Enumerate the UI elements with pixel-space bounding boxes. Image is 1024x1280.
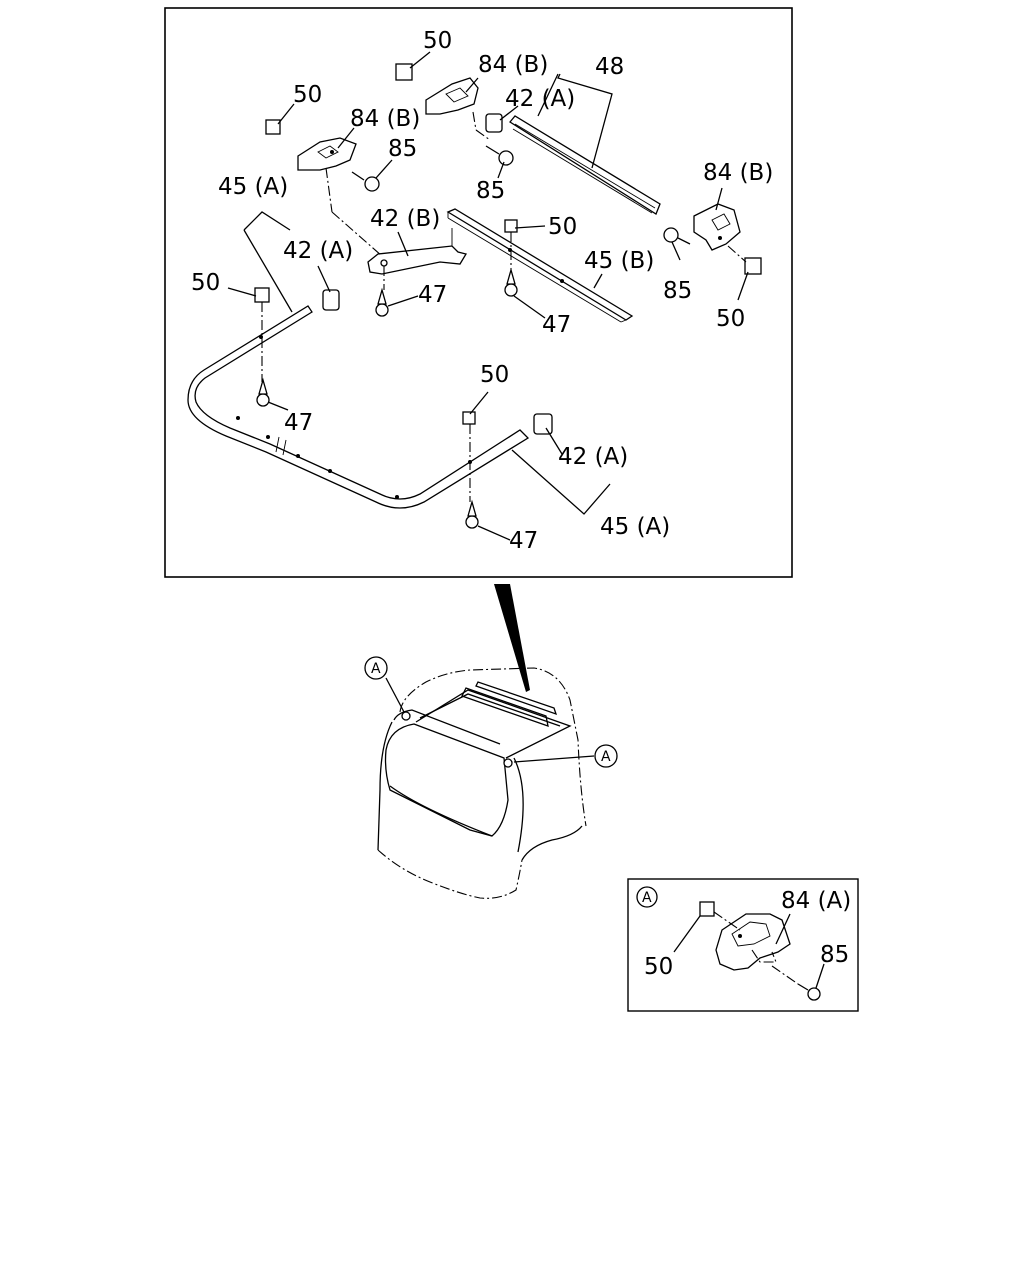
view-marker-a-right: A [594, 744, 618, 768]
callout-84b-center: 84 (B) [478, 52, 548, 78]
callout-50-left: 50 [293, 82, 322, 108]
view-marker-a-left: A [364, 656, 388, 680]
callout-50-center: 50 [548, 214, 577, 240]
svg-text:A: A [642, 890, 652, 906]
bracket-84b-right [693, 203, 741, 251]
callout-47-bottom: 47 [509, 528, 538, 554]
exploded-view-frame [164, 7, 793, 578]
alignment-lines [261, 111, 747, 502]
callout-42a-left: 42 (A) [283, 238, 353, 264]
detail-a-marker: A [636, 886, 658, 908]
clip-42a-parts [322, 113, 553, 435]
vehicle-outline [377, 667, 595, 899]
detail-a-frame [627, 878, 859, 1012]
bracket-42b [367, 228, 468, 275]
bracket-84b-center [425, 77, 479, 115]
callout-85-center: 85 [476, 178, 505, 204]
callout-47-upper: 47 [418, 282, 447, 308]
callout-45b: 45 (B) [584, 248, 654, 274]
screw-47-parts [256, 267, 518, 529]
rail-48 [509, 115, 661, 215]
callout-42a-top: 42 (A) [505, 86, 575, 112]
leader-lines [227, 51, 749, 541]
callout-47-left: 47 [284, 410, 313, 436]
callout-84b-right: 84 (B) [703, 160, 773, 186]
callout-50-bottom: 50 [480, 362, 509, 388]
svg-text:A: A [601, 749, 611, 765]
callout-50-top: 50 [423, 28, 452, 54]
detail-clip-50 [699, 901, 715, 917]
screw-85-parts [351, 145, 691, 245]
callout-42a-bottom: 42 (A) [558, 444, 628, 470]
bracket-84b-left [297, 137, 357, 171]
view-pointer [494, 584, 530, 692]
detail-callout-84a: 84 (A) [781, 888, 851, 914]
detail-callout-85: 85 [820, 942, 849, 968]
callout-50-far-left: 50 [191, 270, 220, 296]
rail-45a-frame [187, 305, 530, 509]
callout-45a-bottom: 45 (A) [600, 514, 670, 540]
svg-text:A: A [371, 661, 381, 677]
callout-48: 48 [595, 54, 624, 80]
callout-45a-top: 45 (A) [218, 174, 288, 200]
callout-42b: 42 (B) [370, 206, 440, 232]
callout-50-right: 50 [716, 306, 745, 332]
callout-85-left: 85 [388, 136, 417, 162]
detail-bracket-84a [715, 913, 791, 971]
callout-85-right: 85 [663, 278, 692, 304]
detail-screw-85 [797, 983, 821, 1001]
detail-callout-50: 50 [644, 954, 673, 980]
callout-47-center: 47 [542, 312, 571, 338]
clip-50-parts [254, 63, 762, 425]
callout-84b-left: 84 (B) [350, 106, 420, 132]
rail-45b [446, 208, 634, 323]
